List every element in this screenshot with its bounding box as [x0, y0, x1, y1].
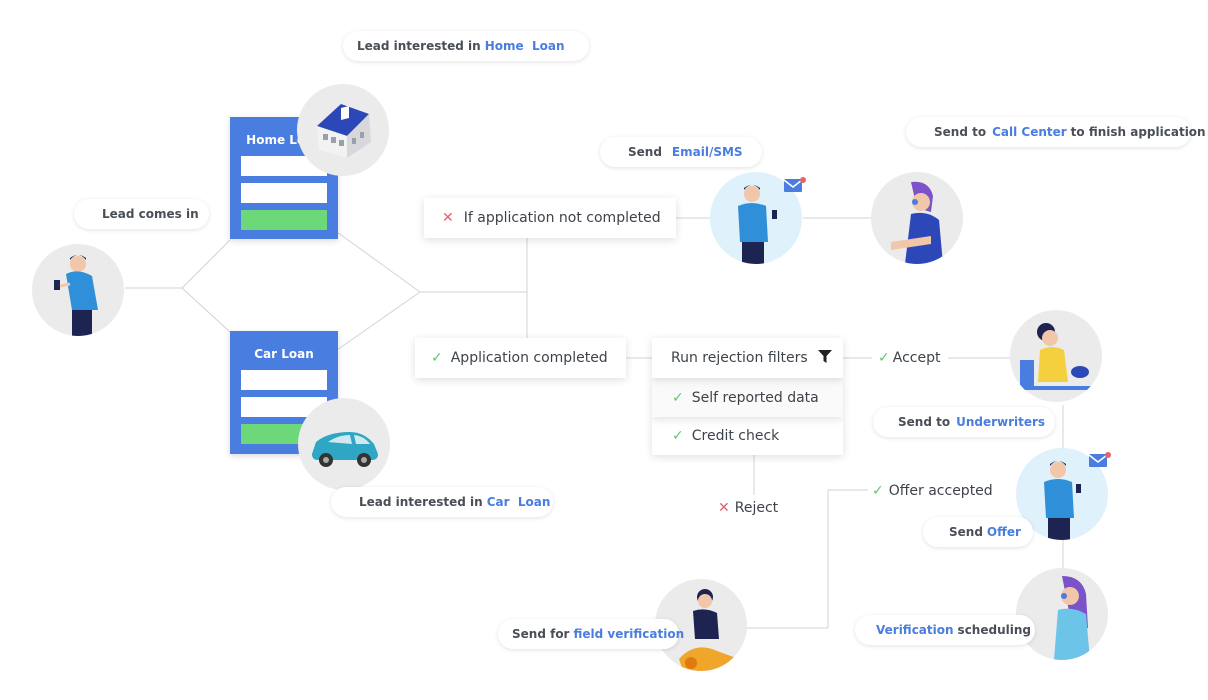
- step-label: If application not completed: [463, 210, 661, 226]
- callout-text: Lead comes in: [102, 207, 199, 221]
- callout-prefix: Send to: [898, 415, 951, 429]
- callout-highlight: field verification: [573, 627, 685, 641]
- check-icon: ✓: [872, 483, 884, 499]
- mail-icon: [783, 177, 806, 193]
- callout-prefix: Send to: [934, 125, 987, 139]
- credit-check-filter: ✓ Credit check: [652, 417, 843, 455]
- callout-suffix: scheduling: [957, 623, 1031, 637]
- offer-accepted-outcome: ✓ Offer accepted: [872, 481, 993, 501]
- send-to-underwriters-callout: Send to Underwriters: [873, 407, 1055, 437]
- call-center-agent-avatar: [871, 172, 963, 264]
- callout-highlight: Home Loan: [484, 39, 565, 53]
- verification-scheduling-callout: Verification scheduling: [855, 615, 1035, 645]
- callout-prefix: Send: [628, 145, 662, 159]
- self-reported-data-filter: ✓ Self reported data: [652, 378, 843, 417]
- verification-agent-avatar: [1016, 568, 1108, 660]
- send-email-sms-callout: Send Email/SMS: [600, 137, 762, 167]
- filter-label: Credit check: [691, 428, 780, 444]
- send-for-field-verification-callout: Send for field verification: [498, 619, 684, 649]
- outcome-label: Accept: [892, 350, 941, 366]
- home-loan-field-1[interactable]: [241, 156, 327, 176]
- callout-highlight: Offer: [986, 525, 1021, 539]
- lead-interested-home-loan-callout: Lead interested in Home Loan: [343, 31, 589, 61]
- car-loan-form-title: Car Loan: [254, 347, 314, 361]
- callout-suffix: to finish application: [1070, 125, 1206, 139]
- step-label: Application completed: [450, 350, 608, 366]
- check-icon: ✓: [672, 428, 684, 444]
- home-loan-submit-button[interactable]: [241, 210, 327, 230]
- cross-icon: ✕: [718, 500, 730, 516]
- reject-outcome: ✕ Reject: [718, 498, 778, 518]
- car-loan-field-1[interactable]: [241, 370, 327, 390]
- check-icon: ✓: [878, 350, 890, 366]
- callout-highlight: Call Center: [992, 125, 1067, 139]
- outcome-label: Reject: [734, 500, 779, 516]
- house-illustration: [297, 84, 389, 176]
- send-offer-callout: Send Offer: [923, 517, 1033, 547]
- accept-outcome: ✓ Accept: [878, 348, 940, 368]
- filter-icon: [817, 349, 832, 367]
- step-label: Run rejection filters: [671, 350, 808, 366]
- send-to-call-center-callout: Send to Call Center to finish applicatio…: [906, 117, 1206, 147]
- check-icon: ✓: [672, 389, 684, 406]
- callout-highlight: Underwriters: [956, 415, 1046, 429]
- callout-highlight: Car Loan: [486, 495, 551, 509]
- filter-label: Self reported data: [691, 389, 819, 406]
- callout-highlight: Email/SMS: [671, 145, 743, 159]
- mail-icon: [1088, 452, 1111, 468]
- cross-icon: ✕: [442, 210, 454, 226]
- underwriter-avatar: [1010, 310, 1102, 402]
- callout-prefix: Lead interested in: [359, 495, 483, 509]
- application-completed-step: ✓ Application completed: [415, 338, 626, 378]
- callout-highlight: Verification: [876, 623, 954, 637]
- lead-interested-car-loan-callout: Lead interested in Car Loan: [331, 487, 553, 517]
- callout-prefix: Send: [949, 525, 983, 539]
- lead-comes-in-callout: Lead comes in: [74, 199, 209, 229]
- home-loan-field-2[interactable]: [241, 183, 327, 203]
- lead-person-avatar: [32, 244, 124, 336]
- check-icon: ✓: [431, 350, 443, 366]
- callout-prefix: Send for: [512, 627, 570, 641]
- run-rejection-filters-step: Run rejection filters: [652, 338, 843, 378]
- car-illustration: [298, 398, 390, 490]
- application-not-completed-step: ✕ If application not completed: [424, 198, 676, 238]
- car-loan-field-2[interactable]: [241, 397, 327, 417]
- callout-prefix: Lead interested in: [357, 39, 481, 53]
- outcome-label: Offer accepted: [888, 483, 993, 499]
